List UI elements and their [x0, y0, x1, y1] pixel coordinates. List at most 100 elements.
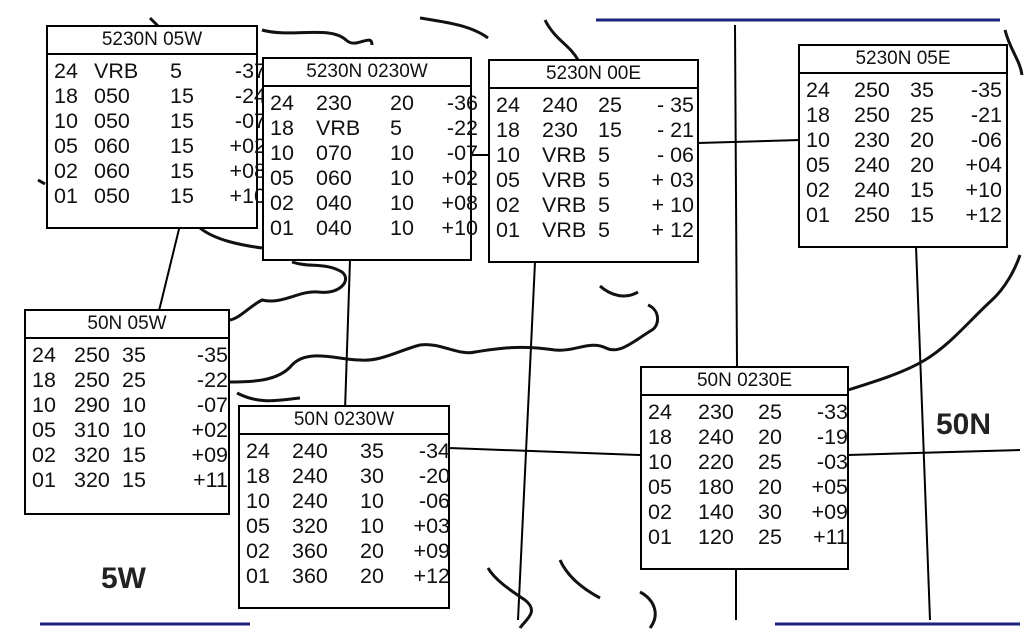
temperature-cell: -06	[970, 128, 1002, 152]
temperature-cell: -07	[234, 109, 266, 133]
level-cell: 05	[54, 134, 78, 158]
speed-cell: 10	[360, 489, 384, 513]
longitude-label: 5W	[101, 562, 146, 595]
temperature-cell: -19	[816, 425, 848, 449]
direction-cell: 060	[316, 166, 352, 190]
temperature-cell: +10	[229, 184, 266, 208]
direction-cell: 230	[316, 91, 352, 115]
level-cell: 24	[32, 343, 56, 367]
direction-cell: 240	[292, 464, 328, 488]
direction-cell: 050	[94, 184, 130, 208]
speed-cell: 30	[758, 500, 782, 524]
direction-cell: VRB	[542, 168, 587, 192]
speed-cell: 10	[390, 141, 414, 165]
temperature-cell: + 03	[651, 168, 694, 192]
station-header: 5230N 0230W	[264, 59, 470, 87]
speed-cell: 10	[122, 393, 146, 417]
temperature-cell: +02	[191, 418, 228, 442]
level-cell: 10	[648, 450, 672, 474]
speed-cell: 10	[360, 514, 384, 538]
temperature-cell: -22	[446, 116, 478, 140]
level-cell: 24	[648, 400, 672, 424]
temperature-cell: +08	[441, 191, 478, 215]
direction-cell: 250	[854, 103, 890, 127]
temperature-cell: +10	[965, 178, 1002, 202]
level-cell: 24	[496, 93, 520, 117]
level-cell: 02	[806, 178, 830, 202]
speed-cell: 5	[598, 193, 610, 217]
speed-cell: 25	[122, 368, 146, 392]
speed-cell: 15	[910, 203, 934, 227]
speed-cell: 10	[390, 191, 414, 215]
level-cell: 24	[806, 78, 830, 102]
temperature-cell: -33	[816, 400, 848, 424]
station-header: 5230N 05E	[800, 46, 1006, 74]
speed-cell: 20	[910, 128, 934, 152]
level-cell: 10	[806, 128, 830, 152]
level-cell: 01	[648, 525, 672, 549]
level-cell: 02	[54, 159, 78, 183]
temperature-cell: -36	[446, 91, 478, 115]
direction-cell: 360	[292, 564, 328, 588]
station-header: 50N 0230W	[240, 407, 448, 435]
temperature-cell: +09	[191, 443, 228, 467]
direction-cell: 320	[74, 443, 110, 467]
level-cell: 02	[496, 193, 520, 217]
temperature-cell: +11	[193, 468, 228, 492]
direction-cell: 250	[74, 368, 110, 392]
temperature-cell: -34	[418, 439, 450, 463]
level-cell: 02	[246, 539, 270, 563]
level-cell: 24	[54, 59, 78, 83]
direction-cell: 120	[698, 525, 734, 549]
temperature-cell: +08	[229, 159, 266, 183]
temperature-cell: -03	[816, 450, 848, 474]
temperature-cell: +11	[813, 525, 848, 549]
level-cell: 01	[32, 468, 56, 492]
direction-cell: VRB	[542, 143, 587, 167]
direction-cell: 230	[854, 128, 890, 152]
speed-cell: 5	[170, 59, 182, 83]
temperature-cell: - 21	[656, 118, 694, 142]
speed-cell: 15	[170, 84, 194, 108]
direction-cell: 220	[698, 450, 734, 474]
level-cell: 05	[648, 475, 672, 499]
direction-cell: 230	[542, 118, 578, 142]
temperature-cell: -24	[234, 84, 266, 108]
speed-cell: 15	[170, 184, 194, 208]
direction-cell: 060	[94, 134, 130, 158]
direction-cell: 240	[854, 153, 890, 177]
temperature-cell: +02	[441, 166, 478, 190]
direction-cell: 360	[292, 539, 328, 563]
level-cell: 05	[806, 153, 830, 177]
direction-cell: 040	[316, 216, 352, 240]
speed-cell: 25	[758, 450, 782, 474]
station-header: 5230N 00E	[490, 61, 697, 89]
level-cell: 24	[246, 439, 270, 463]
station-header: 50N 0230E	[642, 368, 847, 396]
level-cell: 05	[496, 168, 520, 192]
direction-cell: 250	[74, 343, 110, 367]
